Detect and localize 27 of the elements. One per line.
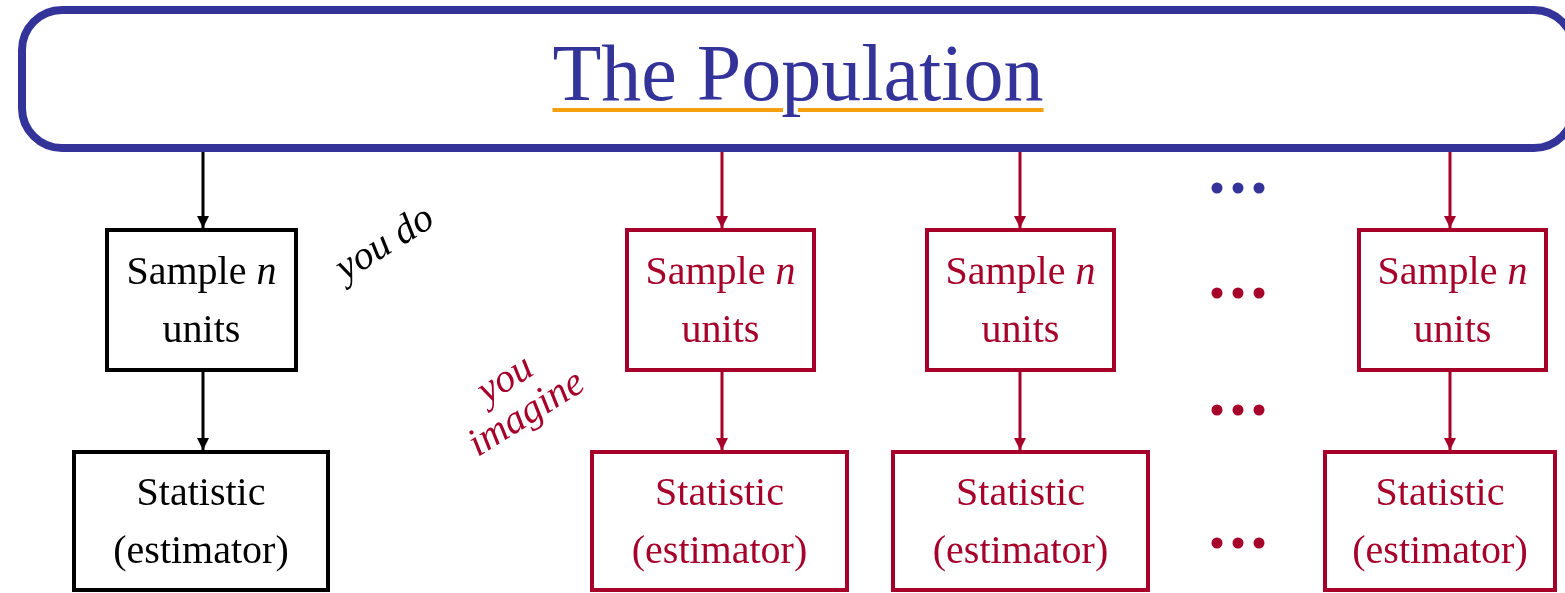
sample-text: Sample n units (1376, 247, 1529, 353)
sample-box (1357, 228, 1548, 372)
sample-box (625, 228, 816, 372)
statistic-box (891, 450, 1150, 592)
you-do-label: you do (327, 196, 441, 288)
arrow (1444, 152, 1456, 228)
arrow (716, 372, 728, 450)
statistic-box (72, 450, 330, 592)
sample-text: Sample n units (944, 247, 1097, 353)
statistic-text: Statistic (estimator) (630, 468, 809, 574)
sample-text: Sample n units (644, 247, 797, 353)
population-title: The Population (552, 28, 1044, 118)
population-box (18, 6, 1565, 152)
statistic-box (1323, 450, 1557, 592)
arrow (1014, 372, 1026, 450)
statistic-text: Statistic (estimator) (931, 468, 1110, 574)
arrow (716, 152, 728, 228)
arrow (197, 152, 209, 228)
arrow (197, 372, 209, 450)
sample-box (105, 228, 298, 372)
arrow (1014, 152, 1026, 228)
sample-box (925, 228, 1116, 372)
statistic-box (590, 450, 849, 592)
sample-text: Sample n units (125, 247, 278, 353)
arrow (1444, 372, 1456, 450)
statistic-text: Statistic (estimator) (1351, 468, 1529, 574)
statistic-text: Statistic (estimator) (112, 468, 290, 574)
